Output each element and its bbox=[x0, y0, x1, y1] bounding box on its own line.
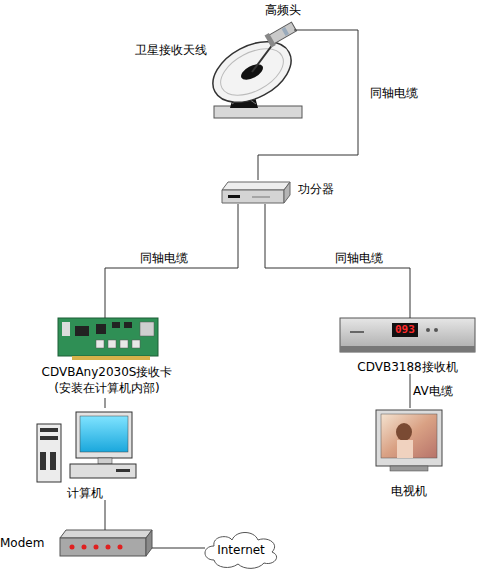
dish-node: 卫星接收天线 bbox=[210, 38, 305, 120]
device-label: 功分器 bbox=[298, 182, 334, 197]
cable-label: 同轴电缆 bbox=[140, 251, 188, 266]
modem-node: Modem bbox=[60, 530, 152, 560]
cable-line bbox=[105, 398, 106, 408]
modem-device bbox=[60, 530, 152, 556]
device-label: Internet bbox=[205, 543, 277, 558]
device-label: CDVBAny2030S接收卡 bbox=[27, 365, 187, 380]
cable-label: 同轴电缆 bbox=[370, 86, 418, 101]
receiver-card bbox=[58, 318, 158, 360]
device-label: Modem bbox=[0, 536, 44, 551]
device-label: 电视机 bbox=[375, 484, 443, 499]
splitter-device bbox=[222, 182, 290, 203]
cable-line bbox=[258, 30, 358, 180]
card-node: CDVBAny2030S接收卡(安装在计算机内部) bbox=[45, 318, 170, 398]
lnb-device bbox=[265, 20, 298, 47]
computer-device bbox=[37, 412, 136, 482]
device-label: 高频头 bbox=[265, 3, 301, 18]
receiver-box bbox=[340, 318, 475, 352]
satellite-dish bbox=[203, 29, 302, 118]
splitter-node: 功分器 bbox=[222, 180, 290, 204]
cable-label: 同轴电缆 bbox=[335, 251, 383, 266]
cable-line bbox=[105, 204, 238, 318]
cable-line bbox=[105, 500, 106, 530]
cable-label: AV电缆 bbox=[413, 384, 453, 399]
device-label: 计算机 bbox=[35, 486, 135, 501]
cable-line bbox=[265, 204, 410, 318]
display-digits: 093 bbox=[395, 323, 415, 337]
device-label: 卫星接收天线 bbox=[135, 43, 207, 58]
internet-cloud bbox=[205, 533, 277, 569]
tv-device bbox=[376, 410, 442, 471]
device-label: (安装在计算机内部) bbox=[27, 381, 187, 396]
cable-line bbox=[152, 548, 205, 549]
lnb-node: 高频头 bbox=[268, 24, 294, 44]
cable-line bbox=[410, 374, 411, 408]
computer-node: 计算机 bbox=[35, 408, 135, 500]
internet-node: Internet bbox=[205, 534, 277, 566]
device-label: CDVB3188接收机 bbox=[340, 360, 475, 375]
tv-node: 电视机 bbox=[375, 408, 443, 492]
